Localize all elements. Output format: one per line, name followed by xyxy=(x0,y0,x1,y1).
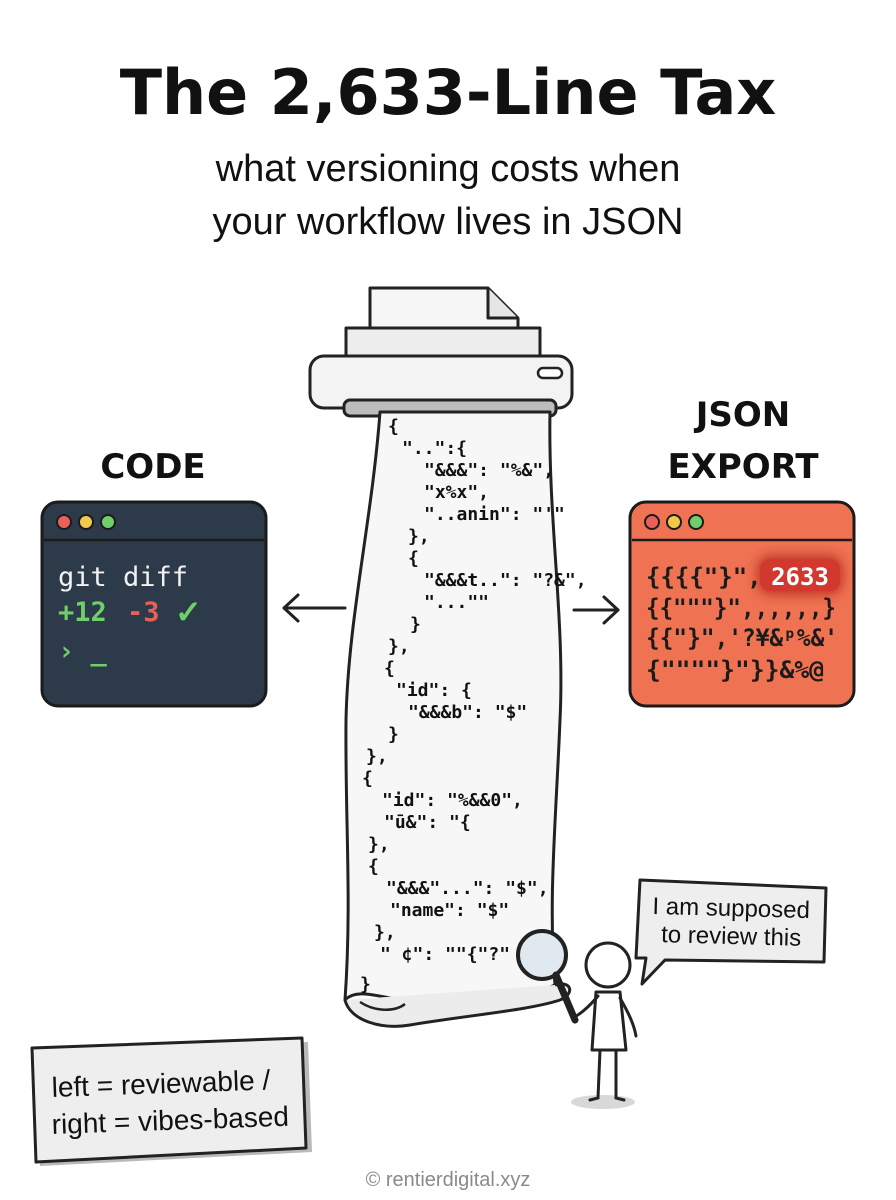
json-paper-scroll xyxy=(343,410,571,1028)
json-heading-line-1: JSON xyxy=(694,395,791,435)
maximize-dot-icon xyxy=(688,514,704,530)
speech-bubble: I am supposed to review this xyxy=(634,878,828,986)
scroll-line: "id": "%&&0", xyxy=(382,790,523,811)
line-count-highlight: 2633 xyxy=(771,563,829,591)
copyright-footer: © rentierdigital.xyz xyxy=(366,1169,531,1191)
scroll-line: } xyxy=(388,724,399,745)
scroll-line: "..."" xyxy=(424,592,489,613)
highlight-box xyxy=(760,559,840,591)
reviewer-stick-figure-icon xyxy=(516,929,638,1109)
scroll-line: { xyxy=(368,856,379,877)
subtitle-line-2: your workflow lives in JSON xyxy=(213,201,684,243)
json-heading-line-2: EXPORT xyxy=(667,447,819,487)
scroll-line: }, xyxy=(366,746,388,767)
scroll-line: "x%x", xyxy=(424,482,489,503)
close-dot-icon xyxy=(56,514,72,530)
scroll-line: { xyxy=(388,416,399,437)
subtitle-line-1: what versioning costs when xyxy=(215,148,681,190)
code-terminal-window: git diff +12 -3 ✓ › _ xyxy=(40,500,268,708)
json-line: {""""}"}}&%@ xyxy=(646,656,824,684)
scroll-line: "ū&": "{ xyxy=(384,812,471,833)
terminal-prompt: › _ xyxy=(58,636,108,667)
scroll-line: "..":{ xyxy=(402,438,467,459)
note-line-1: left = reviewable / xyxy=(51,1064,271,1103)
json-line: {{"""}",,,,,,} xyxy=(646,594,836,622)
scroll-line: "id": { xyxy=(396,680,472,701)
lines-removed: -3 xyxy=(127,597,160,628)
printer-icon xyxy=(308,286,574,418)
maximize-dot-icon xyxy=(100,514,116,530)
speech-line-2: to review this xyxy=(661,921,802,952)
scroll-code: { "..":{ "&&&": "%&", "x%x", "..anin": "… xyxy=(360,416,587,995)
magnifier-icon xyxy=(516,929,568,981)
note-card: left = reviewable / right = vibes-based xyxy=(30,1036,312,1166)
close-dot-icon xyxy=(644,514,660,530)
check-icon: ✓ xyxy=(175,594,202,630)
code-heading: CODE xyxy=(100,447,205,487)
json-line: {{{{"}", xyxy=(646,563,762,591)
scroll-line: "&&&": "%&", xyxy=(424,460,554,481)
json-export-window: {{{{"}", 2633 {{"""}",,,,,,} {{"}",'?¥&ᵖ… xyxy=(628,500,856,708)
arrow-right-icon xyxy=(572,595,620,625)
scroll-line: { xyxy=(362,768,373,789)
minimize-dot-icon xyxy=(666,514,682,530)
minimize-dot-icon xyxy=(78,514,94,530)
scroll-line: "&&&t..": "?&", xyxy=(424,570,587,591)
scroll-line: { xyxy=(384,658,395,679)
scroll-line: }, xyxy=(374,922,396,943)
scroll-line: " ¢": ""{"?" xyxy=(380,944,510,965)
arrow-left-icon xyxy=(282,593,347,623)
git-diff-command: git diff xyxy=(58,562,188,593)
scroll-line: "&&&b": "$" xyxy=(408,702,527,723)
scroll-line: } xyxy=(360,974,371,995)
scroll-line: } xyxy=(410,614,421,635)
scroll-line: { xyxy=(408,548,419,569)
scroll-line: }, xyxy=(388,636,410,657)
scroll-line: }, xyxy=(408,526,430,547)
scroll-line: }, xyxy=(368,834,390,855)
scroll-line: "name": "$" xyxy=(390,900,509,921)
json-line: {{"}",'?¥&ᵖ%&' xyxy=(646,624,838,652)
page-title: The 2,633-Line Tax xyxy=(120,56,777,129)
speech-line-1: I am supposed xyxy=(652,893,810,924)
lines-added: +12 xyxy=(58,597,107,628)
scroll-line: "&&&"...": "$", xyxy=(386,878,549,899)
scroll-line: "..anin": "'" xyxy=(424,504,565,525)
